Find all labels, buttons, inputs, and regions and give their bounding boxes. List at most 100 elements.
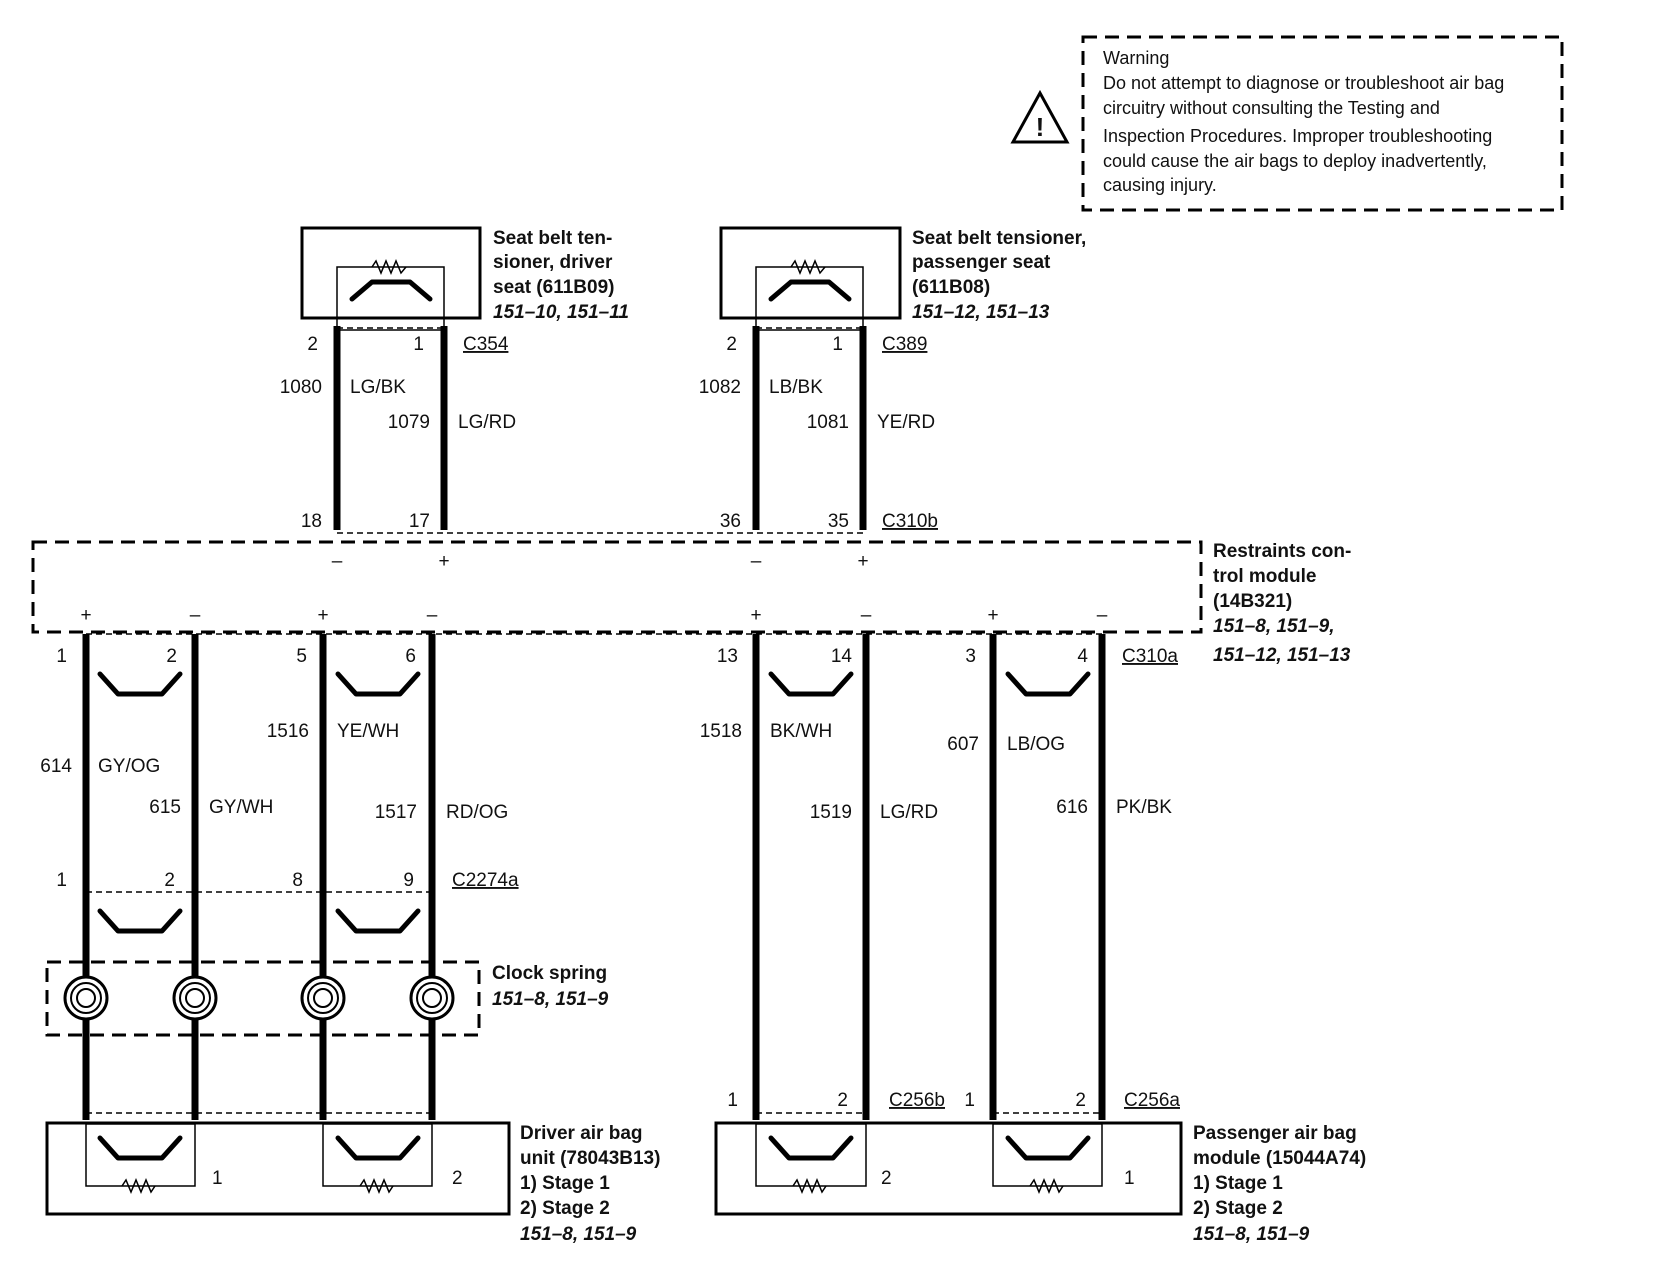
passenger-airbag-module: 2 1 Passenger air bag module (15044A74) … [714,1121,1366,1245]
circuit-color: BK/WH [770,721,832,742]
circuit-color: LB/OG [1007,734,1065,755]
restraints-control-module: – + – + + – + – + – + – Restraints con- … [31,540,1351,666]
pin-label: 6 [405,646,416,667]
pin-label: 2 [166,646,177,667]
stage-pin-label: 1 [212,1168,223,1189]
pin-label: 3 [965,646,976,667]
stage-pin-label: 2 [452,1168,463,1189]
pin-label: 8 [292,870,303,891]
pin-label: 35 [828,511,849,532]
resistor-icon [1029,1178,1064,1194]
polarity-label: – [751,551,762,572]
clock-spring-coil-icon [172,975,218,1021]
component-label: unit (78043B13) [520,1148,660,1169]
pin-label: 2 [726,334,737,355]
component-label: (611B08) [912,277,990,298]
warning-line: Inspection Procedures. Improper troubles… [1103,126,1492,146]
tensioner-passenger: Seat belt tensioner, passenger seat (611… [719,226,1086,331]
pin-label: 2 [307,334,318,355]
polarity-label: + [750,605,761,626]
shorting-bar-icon [768,671,854,697]
shorting-bar-icon [97,908,183,934]
component-label: Seat belt ten- [493,228,612,249]
shorting-bar-icon [335,908,421,934]
svg-text:!: ! [1036,112,1045,142]
clock-spring: Clock spring 151–8, 151–9 [45,960,609,1037]
circuit-color: YE/WH [337,721,399,742]
resistor-icon [121,1178,156,1194]
component-refs: 151–8, 151–9 [492,989,609,1010]
polarity-label: + [438,551,449,572]
circuit-color: GY/OG [98,756,160,777]
component-refs: 151–8, 151–9 [1193,1224,1310,1245]
resistor-icon [371,259,407,275]
circuit-color: LB/BK [769,377,823,398]
component-label: sioner, driver [493,252,613,273]
component-refs: 151–10, 151–11 [493,302,629,323]
circuit-color: LG/RD [880,802,938,823]
connector-c2274a: C2274a [452,870,519,891]
clock-spring-coil-icon [409,975,455,1021]
circuit-number: 1516 [267,721,309,742]
squib-icon [1005,1135,1091,1161]
shorting-bar-icon [335,671,421,697]
stage-label: 1) Stage 1 [520,1173,610,1194]
component-label: module (15044A74) [1193,1148,1366,1169]
component-refs: 151–12, 151–13 [912,302,1050,323]
circuit-number: 1081 [807,412,849,433]
squib-icon [97,1135,183,1161]
pin-label: 14 [831,646,853,667]
polarity-label: – [1097,605,1108,626]
connector-c256b: C256b [889,1090,945,1111]
stage-label: 1) Stage 1 [1193,1173,1283,1194]
connector-c256a: C256a [1124,1090,1180,1111]
warning-border [1081,35,1564,212]
warning-title: Warning [1103,48,1169,68]
circuit-number: 616 [1056,797,1088,818]
component-refs: 151–8, 151–9, [1213,616,1335,637]
polarity-label: + [987,605,998,626]
resistor-icon [792,1178,827,1194]
connector-c310b: C310b [882,511,938,532]
stage-pin-label: 1 [1124,1168,1135,1189]
circuit-number: 1079 [388,412,430,433]
circuit-number: 1518 [700,721,742,742]
component-label: seat (611B09) [493,277,614,298]
component-label: (14B321) [1213,591,1292,612]
driver-airbag-unit: 1 2 Driver air bag unit (78043B13) 1) St… [45,1121,660,1245]
pin-label: 18 [301,511,322,532]
circuit-number: 1517 [375,802,417,823]
circuit-number: 1080 [280,377,322,398]
stage-label: 2) Stage 2 [1193,1198,1283,1219]
pin-label: 2 [837,1090,848,1111]
pin-label: 36 [720,511,741,532]
component-label: passenger seat [912,252,1051,273]
polarity-label: + [857,551,868,572]
warning-line: circuitry without consulting the Testing… [1103,98,1440,118]
resistor-icon [790,259,826,275]
pin-label: 1 [413,334,424,355]
squib-icon [349,279,433,302]
pin-label: 4 [1077,646,1088,667]
circuit-number: 614 [40,756,72,777]
component-refs: 151–8, 151–9 [520,1224,637,1245]
circuit-color: LG/RD [458,412,516,433]
squib-frame [322,1123,433,1187]
warning-line: Do not attempt to diagnose or troublesho… [1103,73,1504,93]
warning-line: could cause the air bags to deploy inadv… [1103,151,1487,171]
clock-spring-coil-icon [63,975,109,1021]
stage-pin-label: 2 [881,1168,892,1189]
circuit-color: YE/RD [877,412,935,433]
stage-label: 2) Stage 2 [520,1198,610,1219]
circuit-color: PK/BK [1116,797,1172,818]
rcm-border [31,540,1203,634]
polarity-label: – [332,551,343,572]
pin-label: 2 [164,870,175,891]
pin-label: 1 [56,646,67,667]
connector-c310a: C310a [1122,646,1178,667]
shorting-bar-icon [1005,671,1091,697]
circuit-color: GY/WH [209,797,273,818]
pin-label: 13 [717,646,738,667]
pin-label: 1 [832,334,843,355]
tensioner-passenger-box [719,226,902,320]
